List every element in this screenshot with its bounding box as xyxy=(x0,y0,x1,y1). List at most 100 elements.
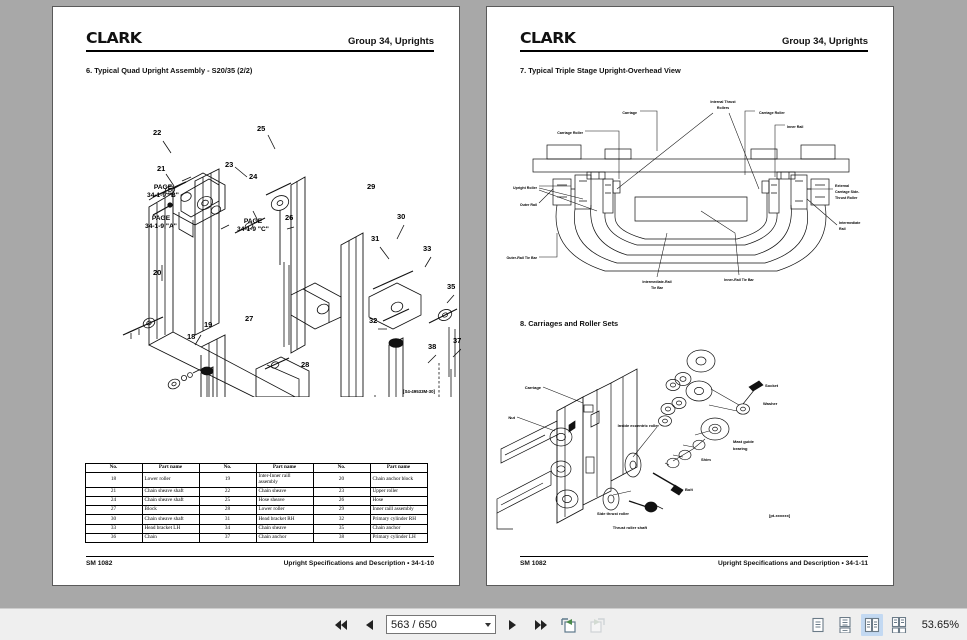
svg-text:Carriage Roller: Carriage Roller xyxy=(759,111,785,115)
cell-part-name: Primary cylinder RH xyxy=(369,514,428,525)
col-partname-1: Part name xyxy=(141,462,200,473)
next-page-button[interactable] xyxy=(502,614,524,636)
cell-part-number: 35 xyxy=(312,523,371,534)
svg-text:23: 23 xyxy=(225,160,233,169)
svg-text:Nut: Nut xyxy=(508,415,515,420)
page-footer-left: SM 1082 Upright Specifications and Descr… xyxy=(86,556,434,567)
pdf-page-right[interactable]: CLARK Group 34, Uprights 7. Typical Trip… xyxy=(486,6,894,586)
svg-text:37: 37 xyxy=(453,336,461,345)
pdf-page-left[interactable]: CLARK Group 34, Uprights 6. Typical Quad… xyxy=(52,6,461,586)
svg-text:26: 26 xyxy=(285,213,293,222)
view-controls-group: 53.65% xyxy=(807,613,959,636)
overhead-label-group: Internal Thrust Rollers Carriage Carriag… xyxy=(507,100,861,290)
svg-text:Bolt: Bolt xyxy=(685,487,693,492)
cell-part-number: 29 xyxy=(312,505,371,516)
svg-text:Carriage: Carriage xyxy=(525,385,542,390)
go-forward-button[interactable] xyxy=(586,614,608,636)
svg-text:Inner-Rail Tie Bar: Inner-Rail Tie Bar xyxy=(724,278,754,282)
zoom-level-label[interactable]: 53.65% xyxy=(921,618,959,631)
footer-manual-id: SM 1082 xyxy=(86,560,113,567)
svg-text:35: 35 xyxy=(447,282,455,291)
svg-text:Carriage Roller: Carriage Roller xyxy=(557,131,583,135)
section-title-6: 6. Typical Quad Upright Assembly - S20/3… xyxy=(86,66,253,75)
svg-text:22: 22 xyxy=(153,128,161,137)
svg-text:32: 32 xyxy=(369,316,377,325)
cell-part-name: Lower roller xyxy=(255,505,314,516)
cell-part-number: 21 xyxy=(84,486,143,497)
view-mode-continuous-scroll-button[interactable] xyxy=(834,614,856,636)
cell-part-name: Chain xyxy=(141,532,200,544)
svg-text:33: 33 xyxy=(423,244,431,253)
page-indicator-text: 563 / 650 xyxy=(391,618,437,631)
header-group-label-right: Group 34, Uprights xyxy=(781,36,868,47)
cell-part-number: 34 xyxy=(198,523,257,534)
page-number-input[interactable]: 563 / 650 xyxy=(386,615,496,634)
cell-part-number: 28 xyxy=(198,505,257,516)
svg-text:Rollers: Rollers xyxy=(717,106,729,110)
cell-part-name: Head bracket LH xyxy=(141,523,200,534)
cell-part-name: Hose sheave xyxy=(255,495,314,507)
svg-text:38: 38 xyxy=(428,342,436,351)
footer-manual-id-right: SM 1082 xyxy=(520,560,547,567)
cell-part-number: 19 xyxy=(198,471,257,488)
cell-part-name: Chain anchor xyxy=(255,532,314,544)
cell-part-number: 26 xyxy=(312,495,371,507)
svg-text:34-1-9 "B": 34-1-9 "B" xyxy=(147,192,179,199)
svg-text:29: 29 xyxy=(367,182,375,191)
svg-text:27: 27 xyxy=(245,314,253,323)
cell-part-name: Head bracket RH xyxy=(255,514,314,525)
svg-text:Shim: Shim xyxy=(701,457,711,462)
svg-text:Internal Thrust: Internal Thrust xyxy=(710,100,736,104)
cell-part-number: 33 xyxy=(84,523,143,534)
cell-part-name: Lower roller xyxy=(141,471,200,488)
svg-text:Tie Bar: Tie Bar xyxy=(651,286,664,290)
cell-part-number: 31 xyxy=(198,514,257,525)
cell-part-name: Chain anchor block xyxy=(369,471,428,488)
first-page-button[interactable] xyxy=(330,614,352,636)
cell-part-name: Inner raill assembly xyxy=(369,505,428,516)
parts-table-container: No. Part name No. Part name No. Part nam… xyxy=(53,462,459,544)
view-mode-single-page-button[interactable] xyxy=(807,614,829,636)
svg-text:20: 20 xyxy=(153,268,161,277)
page-footer-right: SM 1082 Upright Specifications and Descr… xyxy=(520,556,868,567)
view-mode-two-page-continuous-button[interactable] xyxy=(888,614,910,636)
cell-part-number: 30 xyxy=(84,514,143,525)
svg-text:18: 18 xyxy=(187,332,195,341)
page-header-right: CLARK Group 34, Uprights xyxy=(520,29,868,52)
figure-code-left: [S4-49533M-30] xyxy=(403,389,436,394)
cell-part-number: 24 xyxy=(84,495,143,507)
pdf-viewer-canvas[interactable]: CLARK Group 34, Uprights 6. Typical Quad… xyxy=(0,0,967,608)
col-partname-2: Part name xyxy=(255,462,314,473)
svg-text:34-1-9 "C": 34-1-9 "C" xyxy=(237,226,269,233)
cell-part-name: Upper roller xyxy=(369,486,428,497)
cell-part-number: 22 xyxy=(198,486,257,497)
cell-part-name: Chain anchor xyxy=(369,523,428,534)
last-page-button[interactable] xyxy=(530,614,552,636)
cell-part-number: 37 xyxy=(198,532,257,544)
chevron-down-icon[interactable] xyxy=(485,622,491,627)
svg-text:19: 19 xyxy=(204,320,212,329)
svg-text:30: 30 xyxy=(397,212,405,221)
cell-part-number: 18 xyxy=(84,471,143,488)
svg-text:28: 28 xyxy=(301,360,309,369)
cell-part-name: Block xyxy=(141,505,200,516)
svg-text:Socket: Socket xyxy=(765,383,779,388)
footer-section-ref: Upright Specifications and Description •… xyxy=(283,560,434,567)
go-back-button[interactable] xyxy=(558,614,580,636)
previous-page-button[interactable] xyxy=(358,614,380,636)
view-mode-two-page-spread-button[interactable] xyxy=(860,613,883,636)
svg-text:PAGE: PAGE xyxy=(244,218,263,225)
clark-logo: CLARK xyxy=(86,29,142,47)
svg-text:Inside eccentric roller: Inside eccentric roller xyxy=(618,423,660,428)
header-group-label: Group 34, Uprights xyxy=(347,36,434,47)
svg-text:Carriage Side-: Carriage Side- xyxy=(835,190,860,194)
section-title-7: 7. Typical Triple Stage Upright-Overhead… xyxy=(520,66,681,75)
quad-upright-assembly-diagram: 22 21 23 24 25 26 29 30 31 33 34 35 32 3… xyxy=(122,124,461,397)
svg-text:31: 31 xyxy=(371,234,379,243)
svg-text:PAGE: PAGE xyxy=(152,215,171,222)
